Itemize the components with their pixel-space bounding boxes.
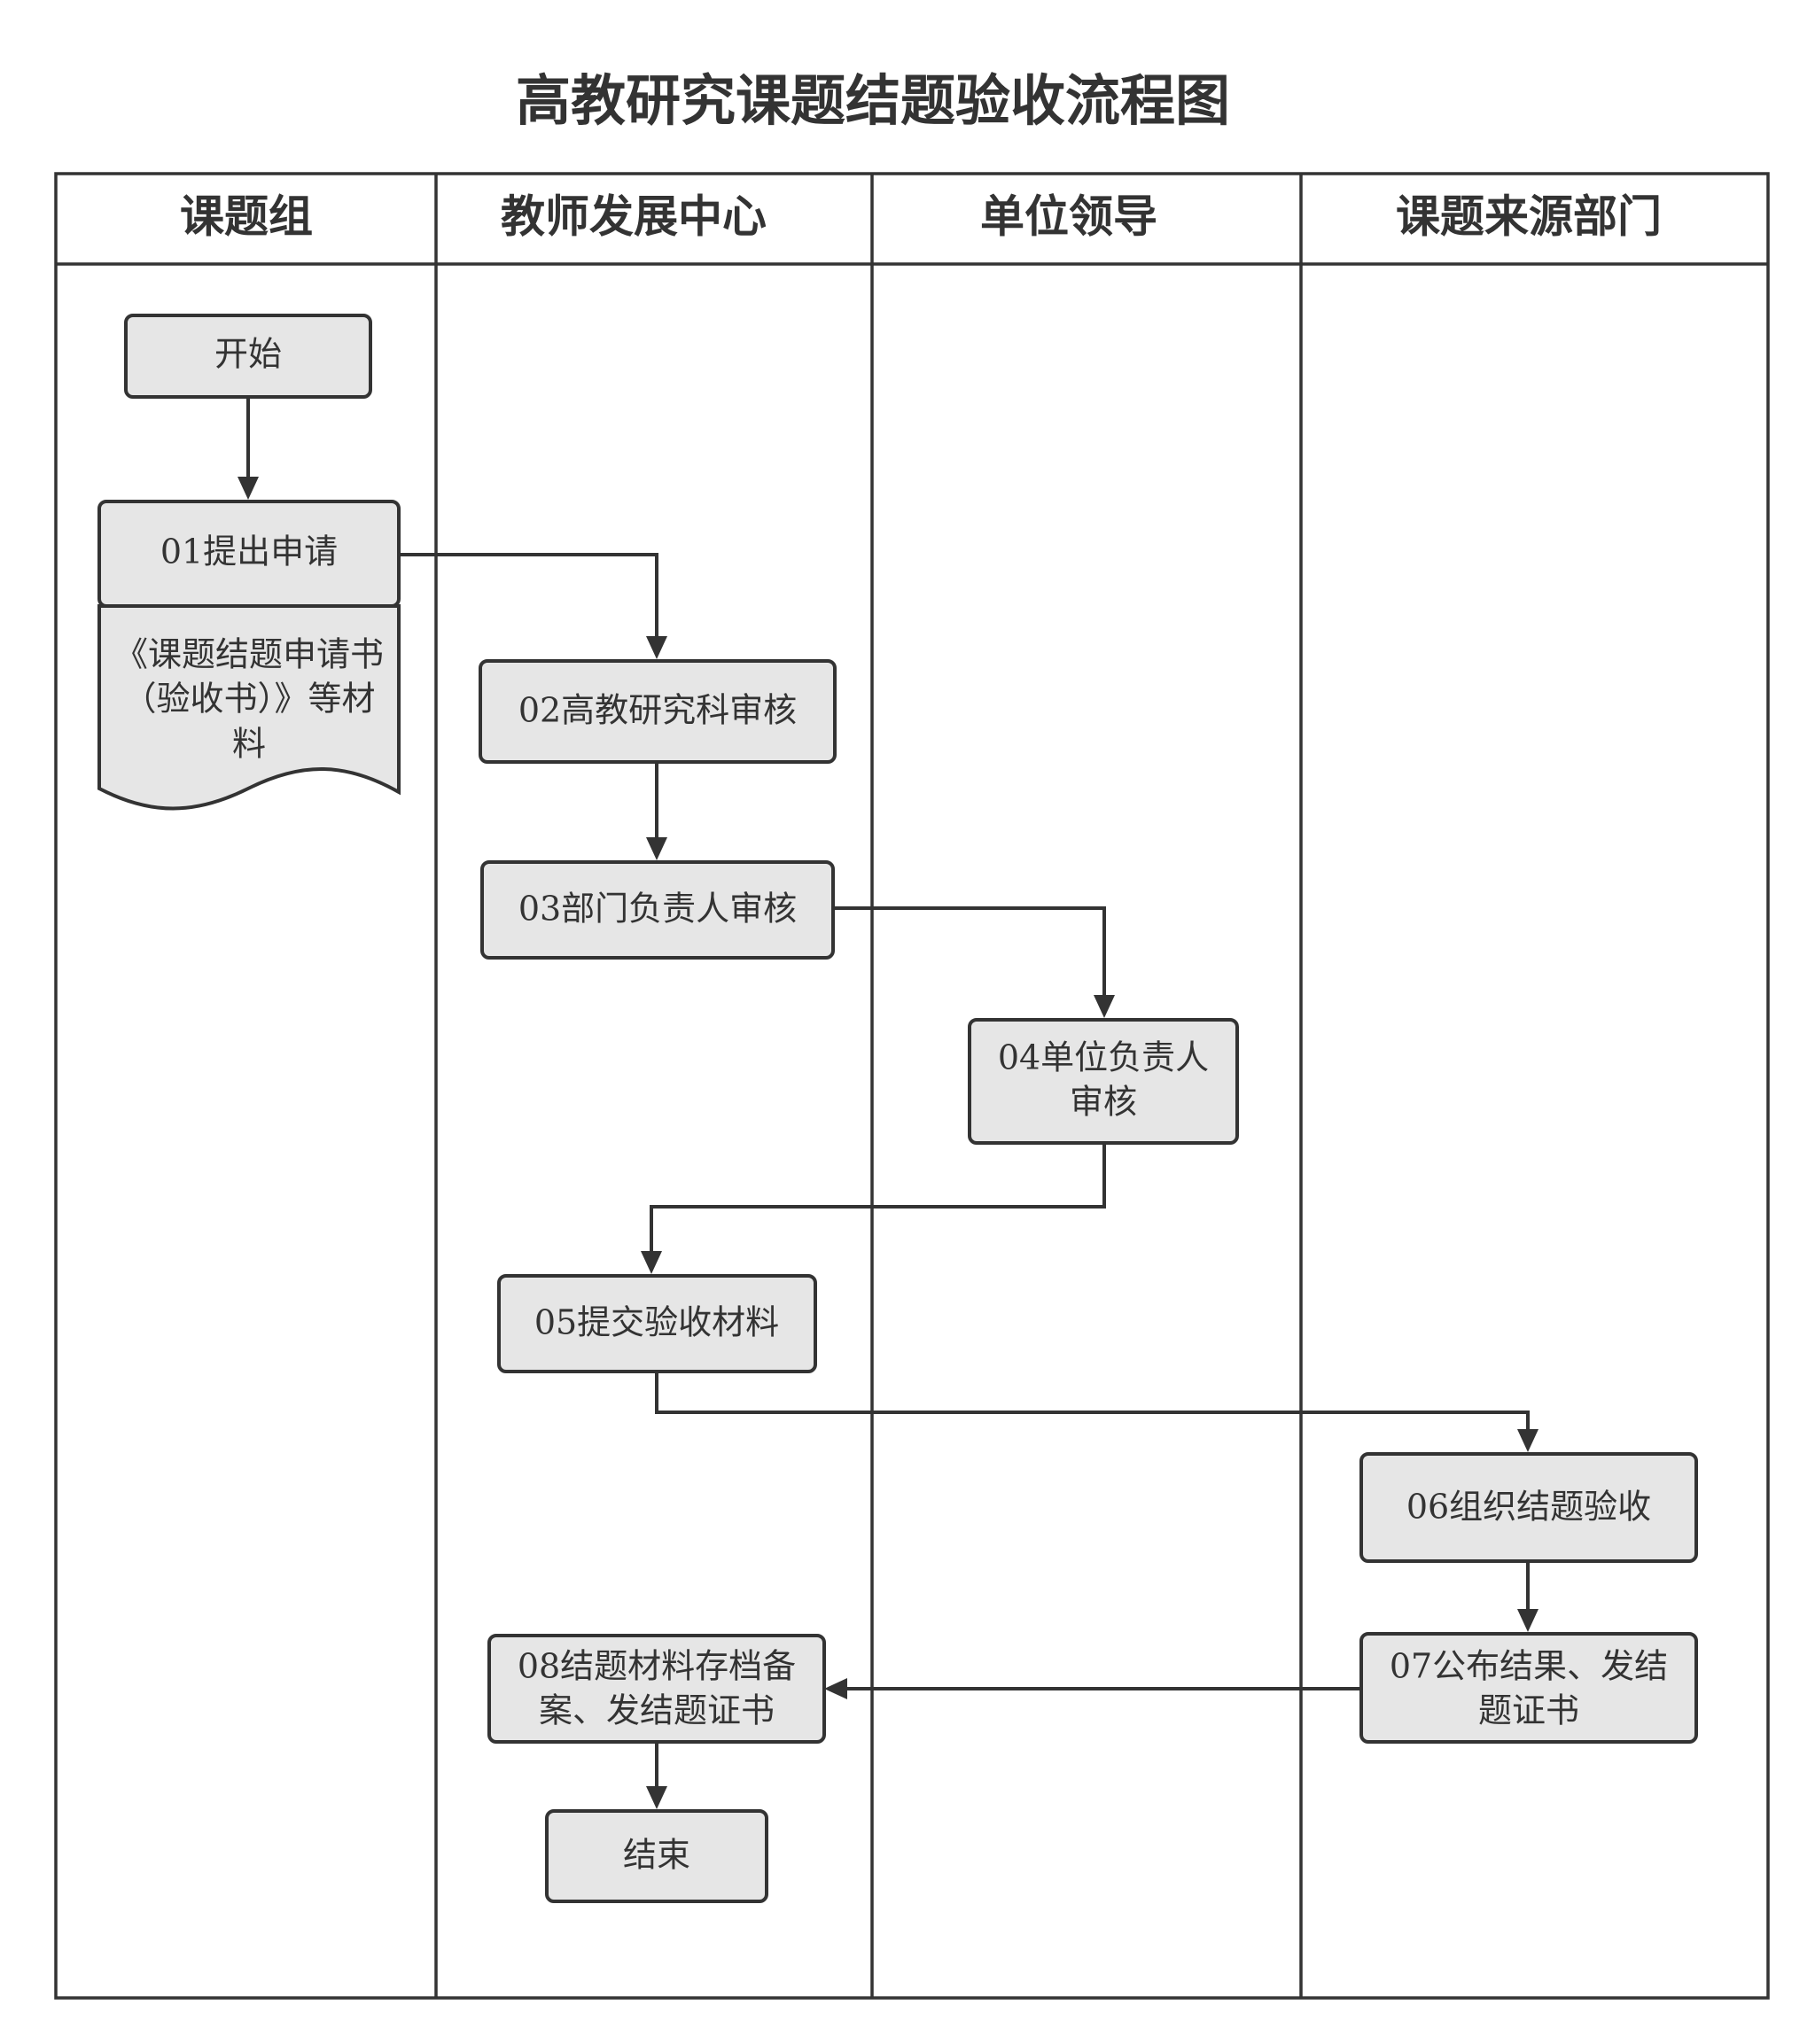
node-07-publish-results: 07公布结果、发结 题证书	[1359, 1632, 1698, 1744]
node-end-label: 结束	[623, 1836, 690, 1875]
node-start: 开始	[124, 314, 372, 399]
edge-03-to-04	[833, 906, 1106, 1004]
node-07-label-line1: 07公布结果、发结	[1390, 1647, 1668, 1686]
node-05-submit-acceptance-materials: 05提交验收材料	[497, 1274, 817, 1373]
node-04-label-line2: 审核	[1070, 1083, 1137, 1122]
node-08-archive-materials: 08结题材料存档备 案、发结题证书	[487, 1634, 826, 1744]
swimlane-frame	[54, 172, 1770, 2000]
node-04-label-line1: 04单位负责人	[998, 1038, 1209, 1077]
lane-header-research-group: 课题组	[180, 191, 313, 243]
edge-04-to-05	[650, 1143, 1106, 1260]
node-doc-materials	[97, 604, 401, 811]
lane-header-teacher-development-center: 教师发展中心	[501, 191, 767, 243]
node-01-submit-application: 01提出申请 《课题结题申请书 （验收书）》等材 料	[97, 500, 401, 811]
node-start-label: 开始	[214, 335, 282, 374]
diagram-title: 高教研究课题结题验收流程图	[516, 68, 1230, 133]
lane-header-unit-leadership: 单位领导	[980, 191, 1157, 243]
node-03-department-head-review: 03部门负责人审核	[480, 860, 835, 960]
node-04-unit-head-review: 04单位负责人 审核	[968, 1018, 1239, 1145]
node-08-label-line1: 08结题材料存档备	[518, 1647, 796, 1686]
node-02-label: 02高教研究科审核	[518, 691, 797, 730]
node-doc-label-line3: 料	[232, 725, 266, 764]
node-02-research-office-review: 02高教研究科审核	[479, 659, 837, 764]
node-07-label-line2: 题证书	[1478, 1691, 1579, 1730]
node-08-label-line2: 案、发结题证书	[539, 1691, 775, 1730]
node-06-organize-acceptance: 06组织结题验收	[1359, 1452, 1698, 1563]
node-01-label: 01提出申请	[160, 532, 338, 571]
edge-05-to-06	[655, 1372, 1530, 1438]
edge-01-to-02	[399, 553, 658, 645]
node-end: 结束	[545, 1809, 768, 1903]
lane-header-source-department: 课题来源部门	[1396, 191, 1662, 243]
node-doc-label-line1: 《课题结题申请书	[114, 635, 384, 674]
node-05-label: 05提交验收材料	[534, 1303, 779, 1342]
node-doc-label-line2: （验收书）》等材	[122, 680, 375, 719]
node-06-label: 06组织结题验收	[1406, 1488, 1651, 1527]
node-03-label: 03部门负责人审核	[518, 890, 797, 929]
edges	[238, 399, 1538, 1809]
